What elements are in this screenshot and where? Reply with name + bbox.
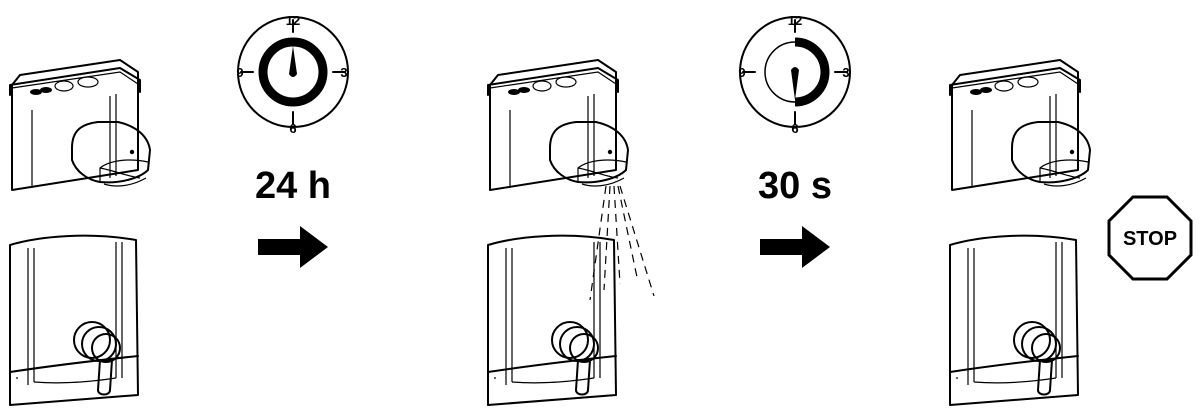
water-spray-icon	[589, 185, 655, 301]
dial-12: 12	[788, 13, 802, 28]
dial-9: 9	[738, 65, 745, 80]
stop-sign-icon: STOP	[1107, 195, 1193, 281]
arrow-right-icon	[760, 226, 830, 268]
unit-idle-1	[9, 59, 151, 406]
unit-idle-2	[949, 59, 1091, 406]
dial-6: 6	[791, 121, 798, 136]
dial-12: 12	[286, 13, 300, 28]
timer-30s-label: 30 s	[758, 165, 832, 207]
dial-3: 3	[340, 65, 347, 80]
dial-6: 6	[289, 121, 296, 136]
dial-3: 3	[842, 65, 849, 80]
unit-dispensing	[487, 59, 655, 406]
timer-30s-dial: 12 3 6 9	[738, 13, 851, 136]
timer-24h-label: 24 h	[255, 165, 331, 207]
timer-24h-dial: 12 3 6 9	[236, 13, 349, 136]
arrow-right-icon	[258, 226, 328, 268]
stop-sign-text: STOP	[1123, 228, 1177, 250]
dial-9: 9	[236, 65, 243, 80]
